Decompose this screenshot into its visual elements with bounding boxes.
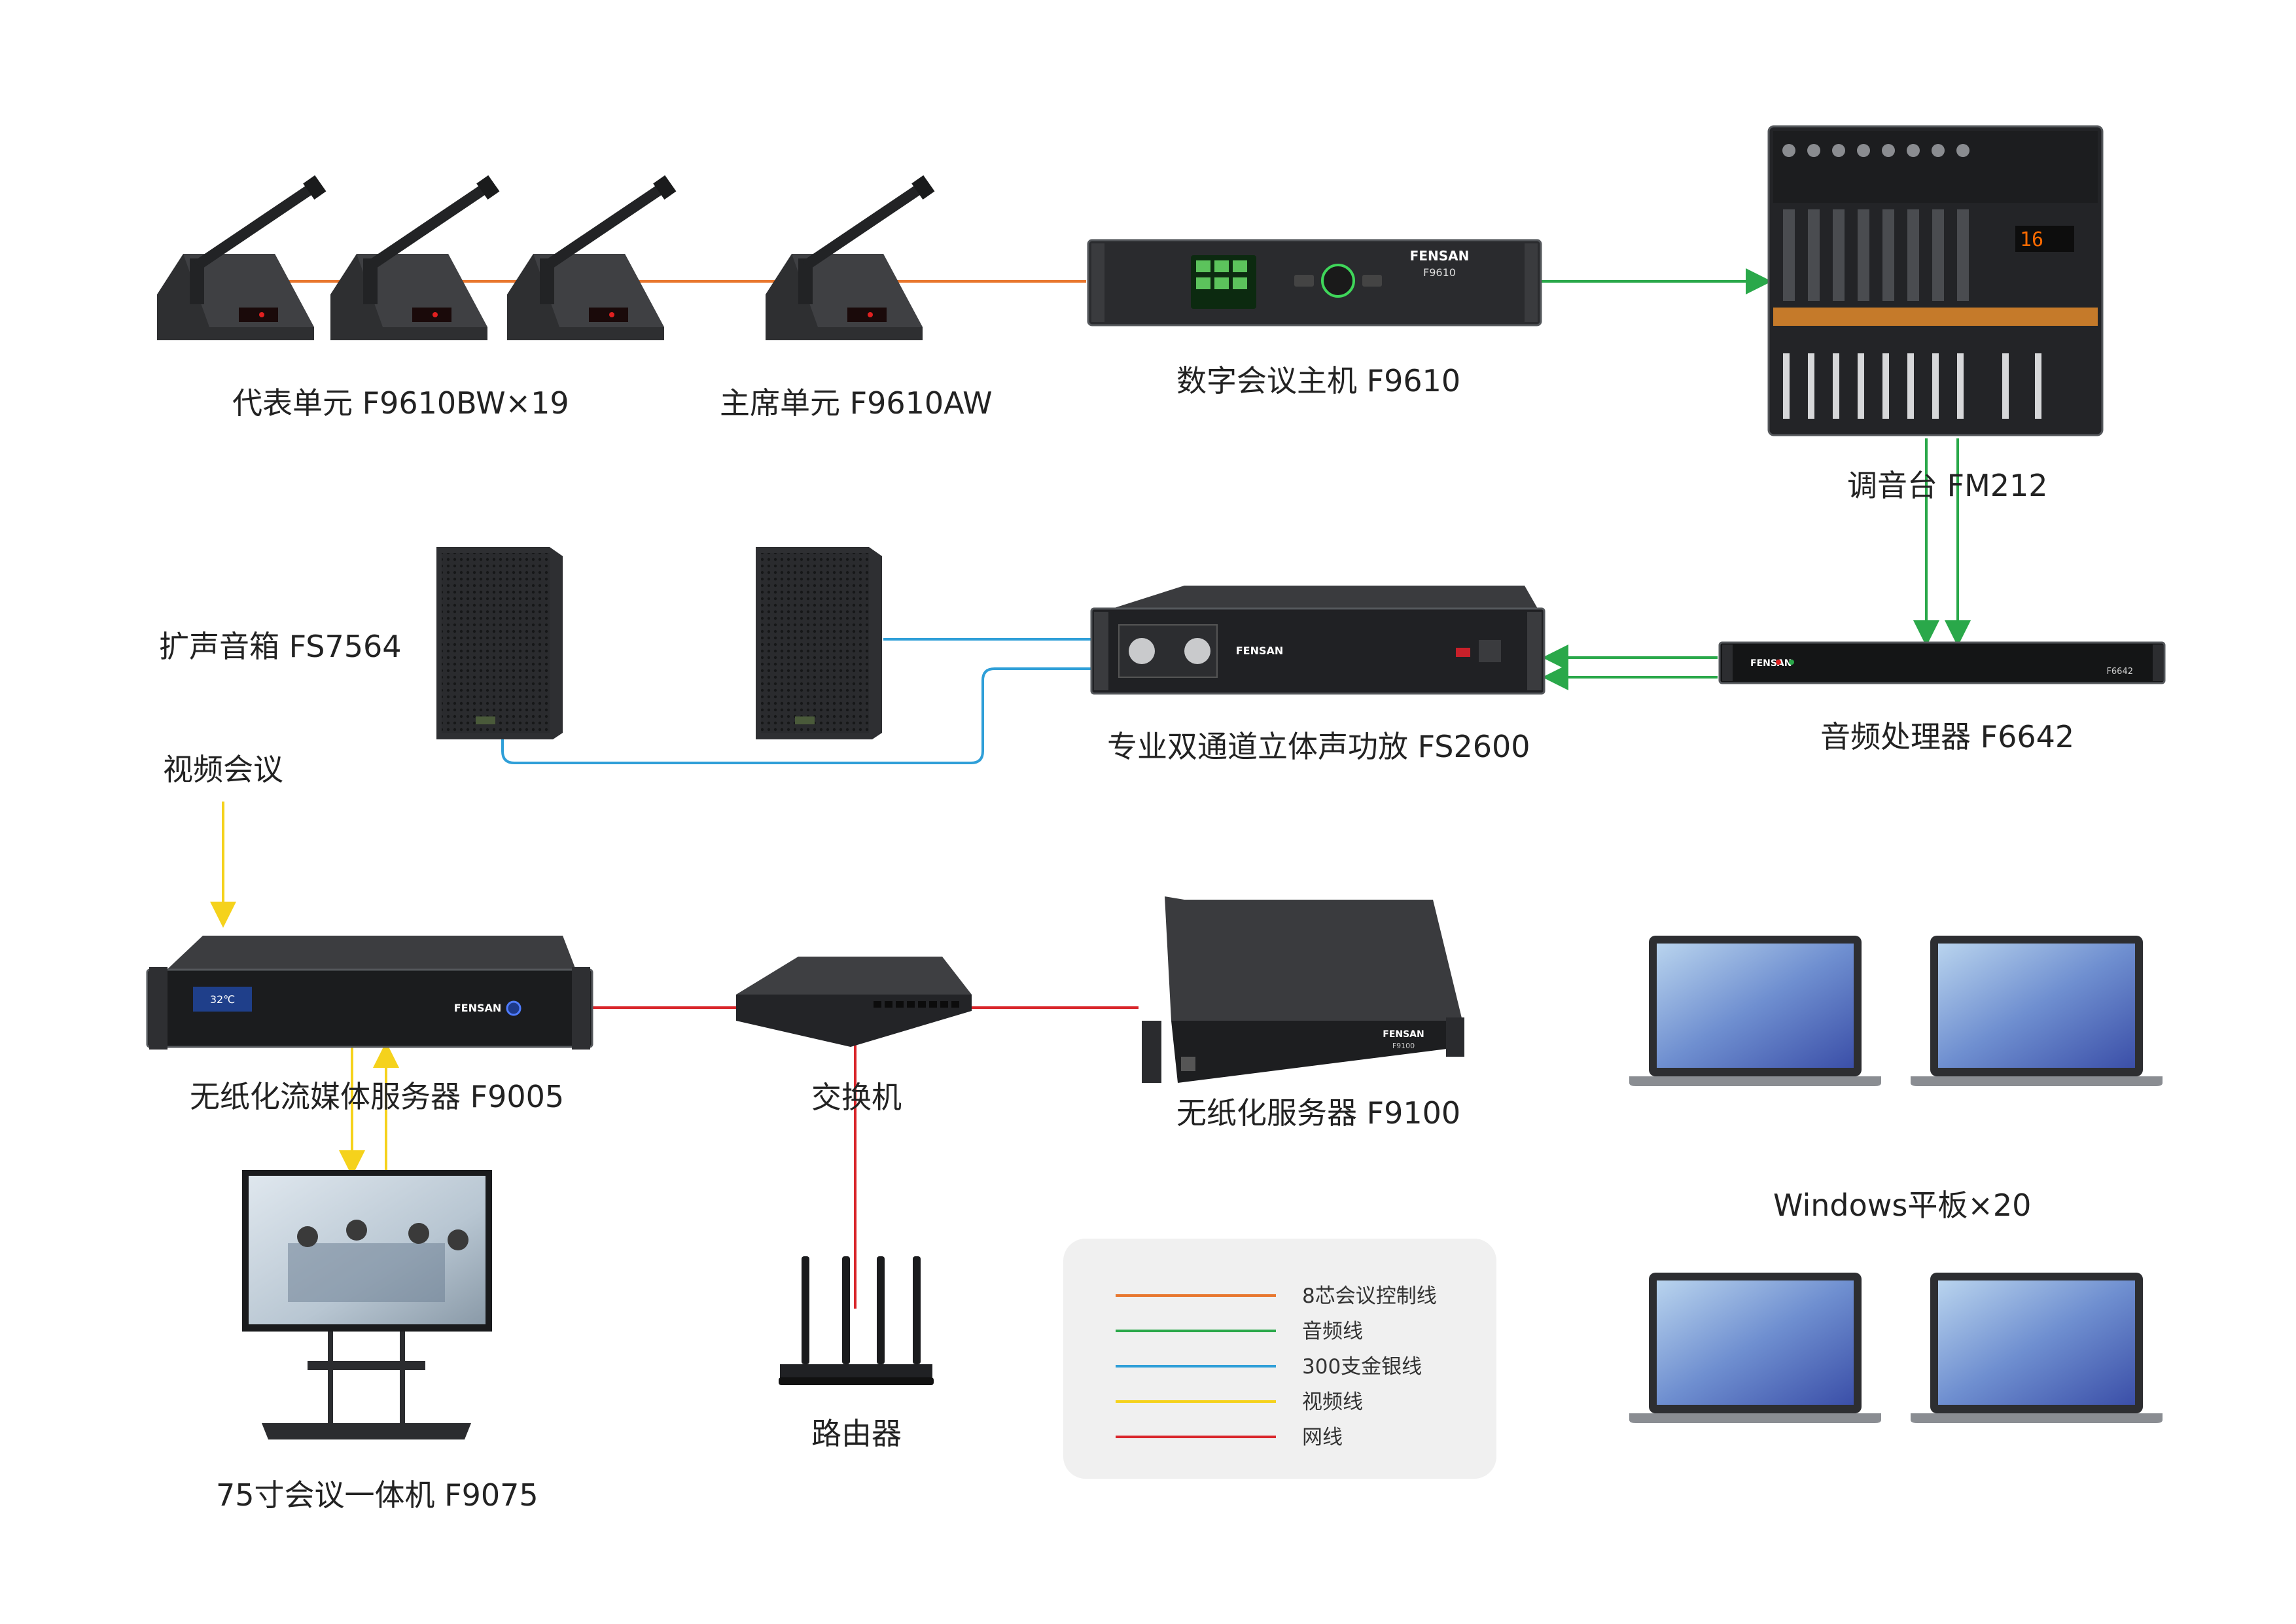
mixer-display-text: 16 bbox=[2020, 228, 2043, 251]
label-paperless-server: 无纸化服务器 F9100 bbox=[1176, 1095, 1460, 1131]
legend-label-control: 8芯会议控制线 bbox=[1302, 1284, 1437, 1308]
laptop-4 bbox=[1911, 1273, 2163, 1423]
label-delegate-unit: 代表单元 F9610BW×19 bbox=[232, 385, 569, 421]
label-chairman-unit: 主席单元 F9610AW bbox=[720, 385, 993, 421]
conference-host-device: FENSAN F9610 bbox=[1087, 239, 1542, 327]
microphone-unit-chairman bbox=[766, 175, 935, 340]
processor-model-text: F6642 bbox=[2106, 667, 2133, 677]
mixer-channel-strips bbox=[1783, 209, 1969, 301]
media-display-text: 32℃ bbox=[210, 993, 235, 1006]
mixer-faders bbox=[1783, 353, 2041, 419]
conference-display-device bbox=[242, 1170, 492, 1439]
laptop-2 bbox=[1911, 936, 2163, 1086]
media-server-device: 32℃ FENSAN bbox=[146, 936, 593, 1050]
label-router: 路由器 bbox=[811, 1416, 902, 1451]
paperless-server-device: FENSAN F9100 bbox=[1142, 896, 1464, 1083]
legend: 8芯会议控制线 音频线 300支金银线 视频线 网线 bbox=[1063, 1239, 1496, 1479]
speaker-cable-2 bbox=[501, 667, 1099, 764]
server-model-text: F9100 bbox=[1392, 1042, 1415, 1050]
label-audio-processor: 音频处理器 F6642 bbox=[1820, 719, 2074, 754]
host-model-text: F9610 bbox=[1423, 266, 1456, 279]
microphone-unit-3 bbox=[507, 175, 677, 340]
server-brand-text: FENSAN bbox=[1383, 1029, 1424, 1040]
laptop-1 bbox=[1629, 936, 1881, 1086]
label-amplifier: 专业双通道立体声功放 FS2600 bbox=[1107, 729, 1530, 764]
processor-brand-text: FENSAN bbox=[1750, 658, 1792, 669]
speaker-left bbox=[436, 547, 563, 739]
speaker-right bbox=[756, 547, 882, 739]
legend-label-audio: 音频线 bbox=[1302, 1320, 1363, 1343]
legend-label-speaker: 300支金银线 bbox=[1302, 1355, 1422, 1379]
legend-background bbox=[1063, 1239, 1496, 1479]
router-device bbox=[779, 1256, 934, 1385]
label-display: 75寸会议一体机 F9075 bbox=[216, 1477, 539, 1513]
label-mixer: 调音台 FM212 bbox=[1847, 468, 2048, 503]
microphone-unit-2 bbox=[330, 175, 500, 340]
amplifier-device: FENSAN bbox=[1090, 586, 1545, 695]
media-brand-text: FENSAN bbox=[454, 1002, 502, 1014]
label-conference-host: 数字会议主机 F9610 bbox=[1176, 363, 1460, 398]
label-video-conference: 视频会议 bbox=[163, 752, 283, 787]
network-switch-device bbox=[736, 957, 972, 1047]
microphone-unit-1 bbox=[157, 175, 327, 340]
legend-label-video: 视频线 bbox=[1302, 1390, 1363, 1414]
mixer-device: 16 bbox=[1767, 125, 2104, 436]
legend-label-network: 网线 bbox=[1302, 1426, 1343, 1449]
amp-brand-text: FENSAN bbox=[1236, 644, 1284, 657]
audio-processor-device: FENSAN F6642 bbox=[1718, 641, 2166, 684]
label-speaker: 扩声音箱 FS7564 bbox=[159, 629, 402, 664]
label-tablets: Windows平板×20 bbox=[1773, 1188, 2031, 1223]
label-switch: 交换机 bbox=[811, 1080, 902, 1115]
label-media-server: 无纸化流媒体服务器 F9005 bbox=[190, 1079, 564, 1114]
laptop-3 bbox=[1629, 1273, 1881, 1423]
host-brand-text: FENSAN bbox=[1410, 248, 1470, 264]
